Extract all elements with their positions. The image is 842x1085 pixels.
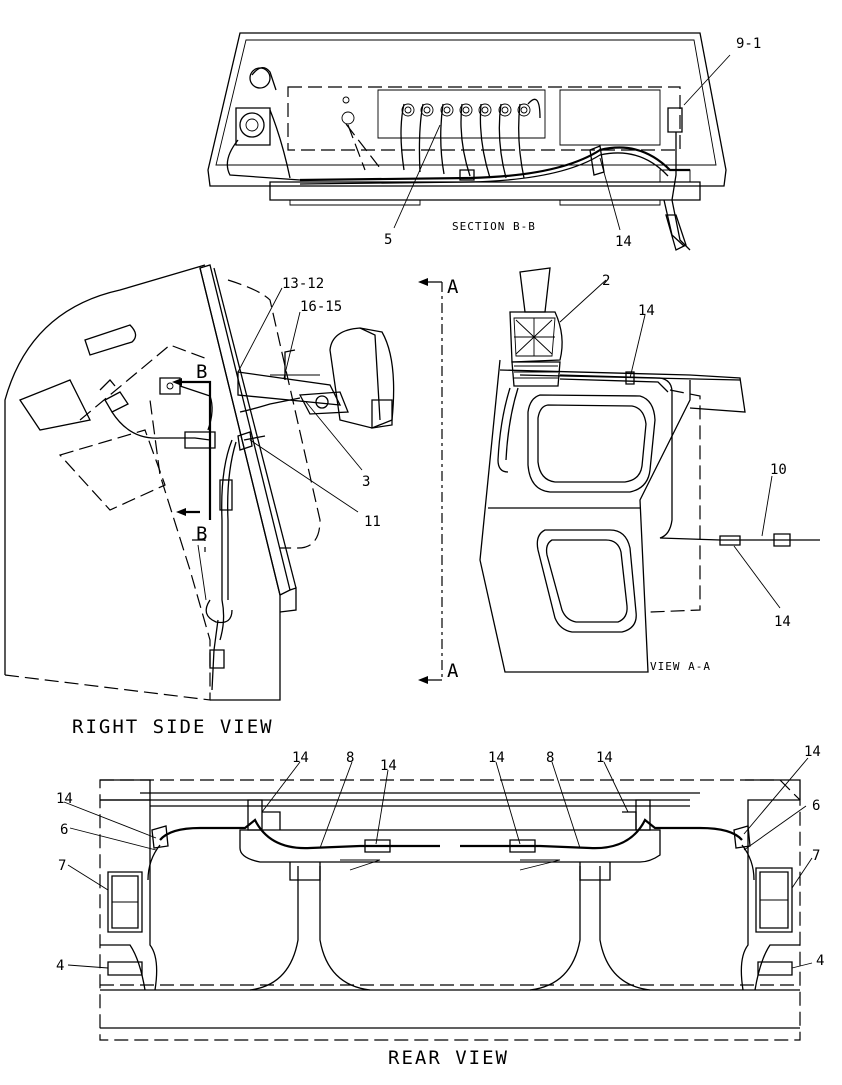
callout-2: 2	[602, 273, 610, 289]
rear-view-title: REAR VIEW	[388, 1047, 509, 1069]
right-side-view-title: RIGHT SIDE VIEW	[72, 716, 274, 738]
view-aa: 2 14 10 14 VIEW A-A	[479, 267, 820, 673]
callout-14-rear-1: 14	[292, 750, 309, 766]
callout-8-rear-left: 8	[346, 750, 354, 766]
section-bb-title: SECTION B-B	[452, 220, 536, 233]
grommet-row	[401, 103, 531, 117]
callout-11: 11	[364, 514, 381, 530]
callout-4-right: 4	[816, 953, 824, 969]
callout-4-left: 4	[56, 958, 64, 974]
callout-10: 10	[770, 462, 787, 478]
callout-3: 3	[362, 474, 370, 490]
callout-14-rear-5: 14	[804, 744, 821, 760]
section-marker-a-top: A	[447, 276, 460, 298]
callout-6-left: 6	[60, 822, 68, 838]
section-marker-a-bottom: A	[447, 660, 460, 682]
callout-5: 5	[384, 232, 392, 248]
callout-6-right: 6	[812, 798, 820, 814]
callout-14-section-bb: 14	[615, 234, 632, 250]
callout-14-view-aa-top: 14	[638, 303, 655, 319]
section-marker-b-top: B	[196, 361, 209, 383]
callout-14-rear-4: 14	[596, 750, 613, 766]
section-line-aa: A A	[418, 276, 460, 684]
callout-16-15: 16-15	[300, 299, 342, 315]
callout-14-rear-2: 14	[380, 758, 397, 774]
view-aa-title: VIEW A-A	[650, 660, 711, 673]
callout-13-12: 13-12	[282, 276, 324, 292]
section-marker-b-bottom: B	[196, 523, 209, 545]
callout-7-left: 7	[58, 858, 66, 874]
right-side-view: B B 13-12 16-15 3 11 RIGHT SIDE VIEW	[4, 264, 395, 738]
callout-7-right: 7	[812, 848, 820, 864]
callout-14-view-aa-bottom: 14	[774, 614, 791, 630]
callout-14-rear-3: 14	[488, 750, 505, 766]
section-bb-view: 9-1 5 14 SECTION B-B	[207, 32, 761, 251]
callout-8-rear-right: 8	[546, 750, 554, 766]
callout-9-1: 9-1	[736, 36, 761, 52]
callout-14-rear-6: 14	[56, 791, 73, 807]
rear-view: 14 8 14 14 8 14 14 14 6 6 7 7 4 4 REAR V…	[56, 744, 824, 1069]
